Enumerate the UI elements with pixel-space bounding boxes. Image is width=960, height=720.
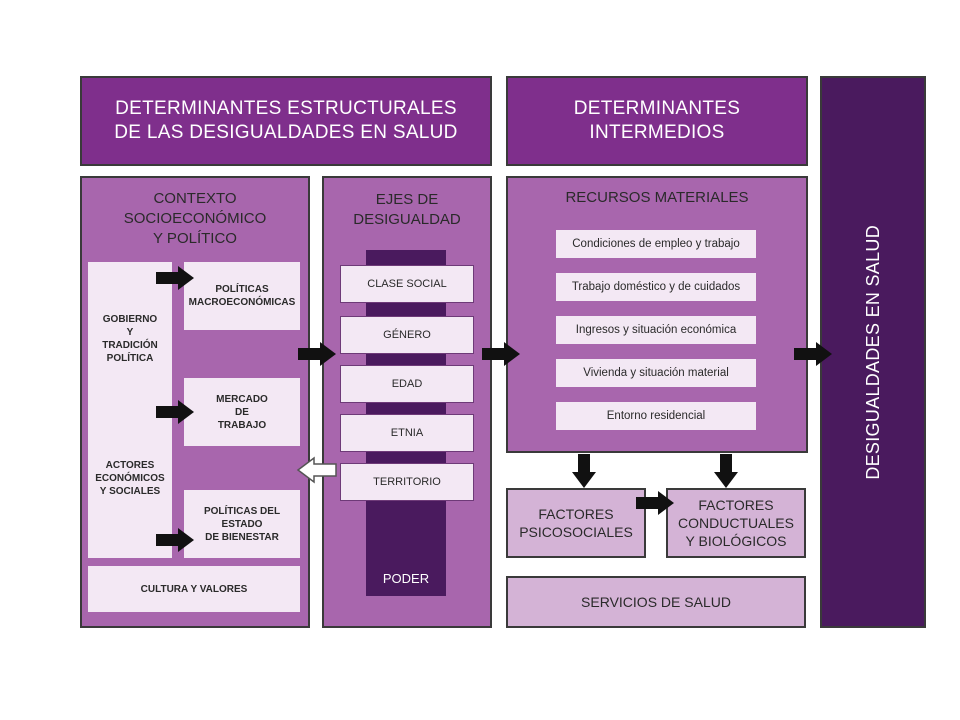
- structural-header-line-2: DE LAS DESIGUALDADES EN SALUD: [114, 122, 458, 143]
- structural-header-line-1: DETERMINANTES ESTRUCTURALES: [115, 98, 457, 119]
- axis-item-age: EDAD: [340, 365, 474, 403]
- health-services-label: SERVICIOS DE SALUD: [581, 594, 731, 610]
- labor-market-box: MERCADO DE TRABAJO: [184, 378, 300, 446]
- welfare-line-2: ESTADO: [221, 518, 263, 530]
- welfare-line-1: POLÍTICAS DEL: [203, 505, 281, 517]
- psychosocial-line-2: PSICOSOCIALES: [519, 524, 633, 540]
- resource-item-environment: Entorno residencial: [556, 402, 756, 430]
- axis-item-territory-label: TERRITORIO: [373, 476, 441, 488]
- arrow-axes-to-resources-icon: [482, 342, 520, 366]
- axes-title: EJES DE DESIGUALDAD: [324, 186, 490, 234]
- arrow-psychosocial-to-behavioral-icon: [636, 491, 674, 515]
- axes-title-line-1: EJES DE: [375, 191, 439, 208]
- axis-item-gender-label: GÉNERO: [383, 329, 431, 341]
- health-inequalities-label: DESIGUALDADES EN SALUD: [862, 224, 883, 480]
- resource-item-domestic-work-label: Trabajo doméstico y de cuidados: [571, 281, 741, 293]
- arrow-to-psychosocial-icon: [572, 454, 596, 488]
- resource-item-employment-label: Condiciones de empleo y trabajo: [572, 238, 740, 250]
- government-line-3: TRADICIÓN: [102, 340, 158, 351]
- context-title-line-3: Y POLÍTICO: [153, 230, 237, 247]
- arrow-to-behavioral-icon: [714, 454, 738, 488]
- resource-item-domestic-work: Trabajo doméstico y de cuidados: [556, 273, 756, 301]
- psychosocial-line-1: FACTORES: [538, 506, 614, 522]
- actors-label: ACTORES ECONÓMICOS Y SOCIALES: [88, 452, 172, 504]
- behavioral-biological-factors-box: FACTORES CONDUCTUALES Y BIOLÓGICOS: [666, 488, 806, 558]
- health-inequalities-box: DESIGUALDADES EN SALUD: [820, 76, 926, 628]
- resource-item-housing-label: Vivienda y situación material: [583, 367, 729, 379]
- government-label: GOBIERNO Y TRADICIÓN POLÍTICA: [88, 306, 172, 372]
- resource-item-housing: Vivienda y situación material: [556, 359, 756, 387]
- actors-line-1: ACTORES: [105, 459, 155, 471]
- context-title-line-2: SOCIOECONÓMICO: [123, 210, 267, 227]
- axis-item-class-label: CLASE SOCIAL: [367, 278, 447, 290]
- arrow-to-labor-market-icon: [156, 400, 194, 424]
- axis-item-gender: GÉNERO: [340, 316, 474, 354]
- welfare-line-3: DE BIENESTAR: [205, 531, 279, 543]
- actors-line-2: ECONÓMICOS: [95, 472, 165, 484]
- resource-item-income: Ingresos y situación económica: [556, 316, 756, 344]
- axes-title-line-2: DESIGUALDAD: [353, 211, 461, 228]
- arrow-to-health-inequalities-icon: [794, 342, 832, 366]
- axis-item-age-label: EDAD: [391, 378, 423, 390]
- intermediate-header-line-1: DETERMINANTES: [573, 98, 741, 119]
- resource-item-income-label: Ingresos y situación económica: [575, 324, 737, 336]
- psychosocial-factors-box: FACTORES PSICOSOCIALES: [506, 488, 646, 558]
- intermediate-determinants-header: DETERMINANTES INTERMEDIOS: [506, 76, 808, 166]
- arrow-axes-to-context-icon: [296, 456, 337, 484]
- axis-item-ethnicity: ETNIA: [340, 414, 474, 452]
- arrow-context-to-axes-icon: [298, 342, 336, 366]
- context-title-line-1: CONTEXTO: [153, 190, 237, 207]
- resources-title: RECURSOS MATERIALES: [565, 189, 749, 206]
- macroeconomic-policies-box: POLÍTICAS MACROECONÓMICAS: [184, 262, 300, 330]
- behavioral-line-1: FACTORES: [698, 497, 774, 513]
- culture-values-label: CULTURA Y VALORES: [140, 583, 248, 595]
- labor-line-2: DE: [235, 406, 249, 418]
- resource-item-employment: Condiciones de empleo y trabajo: [556, 230, 756, 258]
- actors-line-3: Y SOCIALES: [99, 485, 161, 497]
- government-line-2: Y: [126, 327, 134, 338]
- axis-item-ethnicity-label: ETNIA: [390, 427, 424, 439]
- resource-item-environment-label: Entorno residencial: [606, 410, 706, 422]
- government-line-1: GOBIERNO: [102, 314, 158, 325]
- intermediate-header-line-2: INTERMEDIOS: [589, 122, 725, 143]
- macro-line-2: MACROECONÓMICAS: [188, 297, 296, 308]
- culture-values-box: CULTURA Y VALORES: [88, 566, 300, 612]
- context-title: CONTEXTO SOCIOECONÓMICO Y POLÍTICO: [82, 186, 308, 252]
- government-line-4: POLÍTICA: [106, 353, 154, 364]
- behavioral-line-3: Y BIOLÓGICOS: [685, 533, 787, 549]
- power-label: PODER: [382, 570, 430, 586]
- axis-item-territory: TERRITORIO: [340, 463, 474, 501]
- arrow-to-welfare-icon: [156, 528, 194, 552]
- labor-line-3: TRABAJO: [217, 419, 267, 431]
- structural-determinants-header: DETERMINANTES ESTRUCTURALES DE LAS DESIG…: [80, 76, 492, 166]
- macro-line-1: POLÍTICAS: [215, 284, 269, 295]
- welfare-state-policies-box: POLÍTICAS DEL ESTADO DE BIENESTAR: [184, 490, 300, 558]
- health-services-box: SERVICIOS DE SALUD: [506, 576, 806, 628]
- axis-item-class: CLASE SOCIAL: [340, 265, 474, 303]
- behavioral-line-2: CONDUCTUALES: [678, 515, 794, 531]
- labor-line-1: MERCADO: [216, 393, 268, 405]
- arrow-to-macroeconomic-icon: [156, 266, 194, 290]
